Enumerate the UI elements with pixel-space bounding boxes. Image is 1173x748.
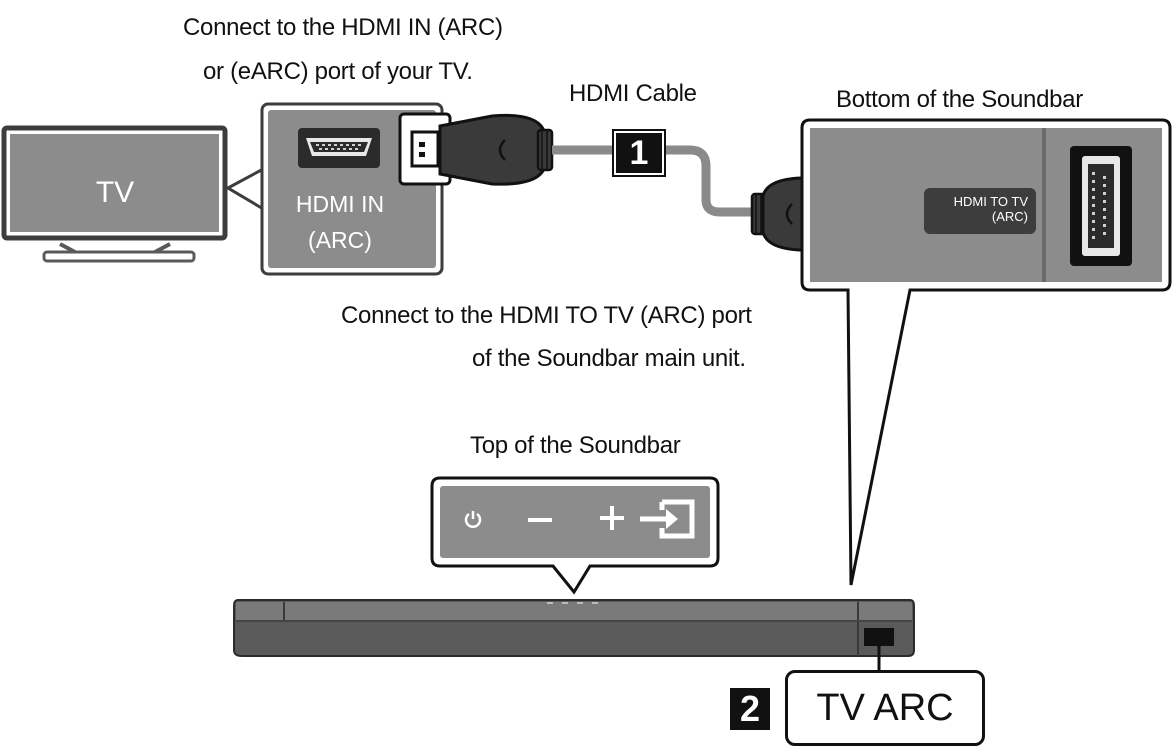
soundbar-port-label-line2: (ARC) <box>991 209 1028 224</box>
tv-connect-caption-line2: or (eARC) port of your TV. <box>203 58 473 85</box>
tv-callout-tail <box>224 165 267 213</box>
bottom-of-soundbar-caption: Bottom of the Soundbar <box>836 86 1083 113</box>
tv-port-panel <box>260 102 444 276</box>
tv-illustration <box>1 125 228 263</box>
volume-up-icon <box>598 504 626 532</box>
soundbar-bottom-panel <box>800 118 1172 586</box>
source-icon <box>636 496 698 542</box>
volume-down-icon <box>528 518 552 522</box>
soundbar-connect-caption-line1: Connect to the HDMI TO TV (ARC) port <box>341 302 752 329</box>
soundbar-main-unit <box>233 599 915 657</box>
tv-label: TV <box>95 176 135 209</box>
tv-port-label-line1: HDMI IN <box>295 191 385 217</box>
hdmi-cable-wire-right <box>665 145 758 217</box>
tv-arc-label: TV ARC <box>785 670 985 746</box>
step-2-badge: 2 <box>730 688 770 730</box>
step-1-badge: 1 <box>612 129 666 177</box>
tv-connect-caption-line1: Connect to the HDMI IN (ARC) <box>183 14 503 41</box>
hdmi-cable-plug-tv <box>398 112 554 186</box>
soundbar-connect-caption-line2: of the Soundbar main unit. <box>472 345 746 372</box>
top-of-soundbar-caption: Top of the Soundbar <box>470 432 681 459</box>
soundbar-top-panel <box>430 476 720 595</box>
power-icon <box>462 508 484 530</box>
tv-port-label-line2: (ARC) <box>308 227 372 253</box>
soundbar-port-label-line1: HDMI TO TV <box>953 194 1028 209</box>
hdmi-cable-caption: HDMI Cable <box>569 80 697 107</box>
